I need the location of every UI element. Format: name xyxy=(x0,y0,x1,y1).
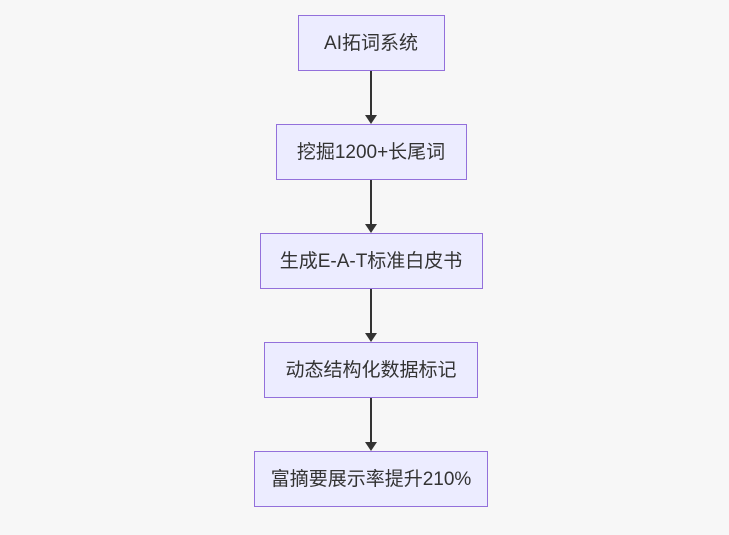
flow-node-label: 挖掘1200+长尾词 xyxy=(296,141,446,163)
flowchart: AI拓词系统 挖掘1200+长尾词 生成E-A-T标准白皮书 动态结构化数据标记 xyxy=(254,15,488,507)
arrowhead-down-icon xyxy=(365,442,377,451)
arrow-shaft xyxy=(370,180,372,224)
flow-node-label: 生成E-A-T标准白皮书 xyxy=(279,250,463,272)
flow-node-label: 富摘要展示率提升210% xyxy=(270,468,472,490)
down-arrow xyxy=(365,71,377,124)
flow-node-ai-keyword-system: AI拓词系统 xyxy=(297,15,445,71)
flow-node-structured-data-markup: 动态结构化数据标记 xyxy=(264,342,478,398)
flow-node-label: 动态结构化数据标记 xyxy=(285,359,457,381)
down-arrow xyxy=(365,180,377,233)
flow-node-longtail-mining: 挖掘1200+长尾词 xyxy=(275,124,467,180)
arrow-shaft xyxy=(370,289,372,333)
flow-node-eat-whitepaper: 生成E-A-T标准白皮书 xyxy=(259,233,483,289)
arrowhead-down-icon xyxy=(365,224,377,233)
down-arrow xyxy=(365,398,377,451)
flow-node-rich-snippet-result: 富摘要展示率提升210% xyxy=(254,451,488,507)
arrowhead-down-icon xyxy=(365,115,377,124)
arrow-shaft xyxy=(370,398,372,442)
arrow-shaft xyxy=(370,71,372,115)
down-arrow xyxy=(365,289,377,342)
arrowhead-down-icon xyxy=(365,333,377,342)
flow-node-label: AI拓词系统 xyxy=(324,32,418,54)
